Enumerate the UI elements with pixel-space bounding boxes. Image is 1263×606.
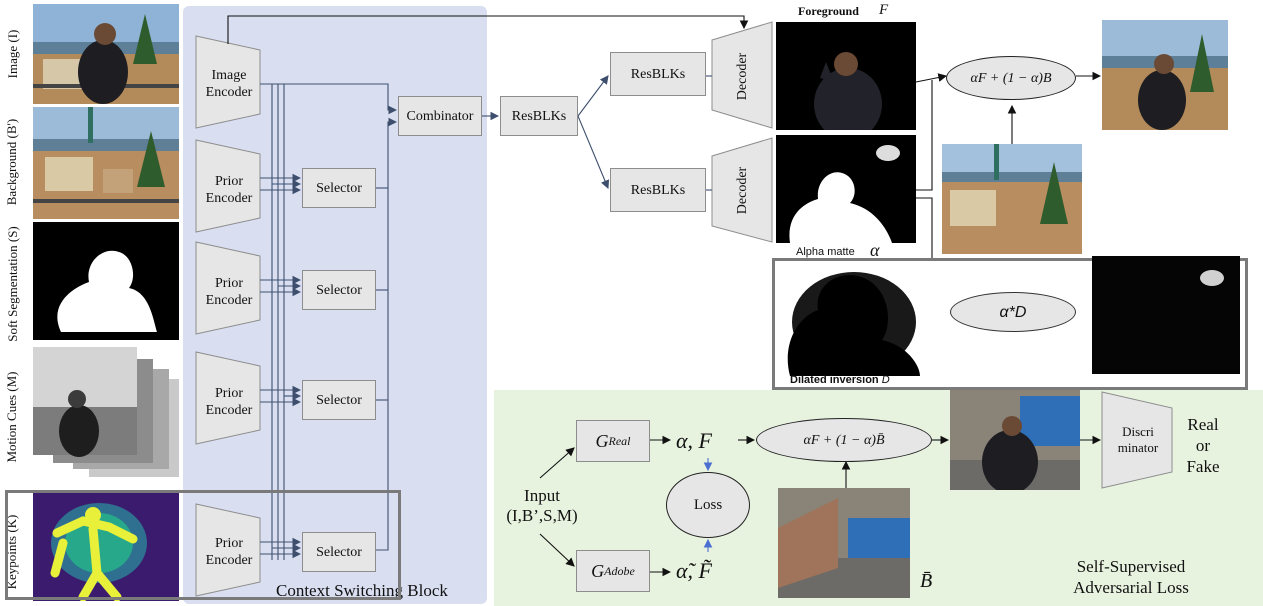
loss-ellipse: Loss	[666, 472, 750, 538]
adversarial-background-image	[778, 488, 910, 598]
real-or-fake-line2: or	[1195, 436, 1211, 455]
adversarial-composite-ellipse: αF + (1 − α)B̄	[756, 418, 932, 462]
selector-2: Selector	[302, 270, 376, 310]
foreground-title: Foreground	[798, 4, 859, 18]
input-motion-cues-thumbnail	[33, 347, 179, 477]
decoder-foreground: Decoder	[716, 50, 770, 102]
prior-encoder-shape-3	[195, 351, 261, 445]
input-soft-segmentation-thumbnail	[33, 222, 179, 340]
composite-result-image	[1102, 20, 1228, 130]
prior-encoder-2: Prior Encoder	[205, 276, 253, 308]
alpha-matte-symbol: α	[870, 240, 880, 260]
decoder-alpha-shape	[711, 137, 773, 243]
adversarial-title-line1: Self-Supervised	[1076, 557, 1186, 576]
adversarial-composite-image	[950, 390, 1080, 490]
image-encoder: Image Encoder	[205, 68, 253, 100]
composite-formula-text: αF + (1 − α)B	[970, 70, 1052, 86]
discriminator-line2: minator	[1117, 440, 1159, 455]
dilated-inversion-label: Dilated inversion D	[790, 374, 890, 386]
g-real-subscript: Real	[608, 433, 631, 448]
prior-encoder-4: Prior Encoder	[205, 536, 253, 568]
prior-encoder-1: Prior Encoder	[205, 174, 253, 206]
context-switching-block-label: Context Switching Block	[276, 581, 448, 600]
bbar-symbol: B̄	[920, 570, 933, 592]
decoder-foreground-label: Decoder	[735, 52, 751, 100]
alpha-times-d-text: α*D	[999, 303, 1027, 321]
resblks-foreground: ResBLKs	[610, 52, 706, 96]
dilated-inversion-symbol: D	[881, 374, 890, 386]
decoder-alpha: Decoder	[716, 164, 770, 216]
foreground-symbol: F	[879, 2, 889, 18]
g-adobe-outputs: α̃, F̃	[676, 558, 712, 583]
loss-label: Loss	[693, 496, 723, 513]
prior-encoder-shape-2	[195, 241, 261, 335]
background-plate-image	[942, 144, 1082, 254]
dilated-inversion-text: Dilated inversion	[790, 374, 879, 386]
adversarial-input-line1: Input	[524, 486, 560, 505]
decoder-alpha-label: Decoder	[735, 166, 751, 214]
alpha-matte-label: Alpha matte	[796, 246, 855, 258]
real-or-fake-label: Real or Fake	[1180, 414, 1226, 477]
resblks-alpha: ResBLKs	[610, 168, 706, 212]
selector-4: Selector	[302, 532, 376, 572]
keypoints-highlight-frame	[5, 490, 401, 600]
g-adobe-subscript: Adobe	[604, 563, 635, 578]
adversarial-title: Self-Supervised Adversarial Loss	[1056, 556, 1206, 598]
decoder-foreground-shape	[711, 21, 773, 129]
alpha-times-d-ellipse: α*D	[950, 292, 1076, 332]
discriminator-shape	[1101, 391, 1173, 489]
foreground-output-image	[776, 22, 916, 130]
composite-formula-ellipse: αF + (1 − α)B	[946, 56, 1076, 100]
prior-encoder-shape-4	[195, 503, 261, 597]
input-background-thumbnail	[33, 107, 179, 219]
prior-encoder-3: Prior Encoder	[205, 386, 253, 418]
dilated-result-image	[1092, 256, 1240, 374]
real-or-fake-line1: Real	[1187, 415, 1219, 434]
alpha-output-image	[776, 135, 916, 243]
g-real-symbol: G	[595, 430, 609, 451]
selector-1: Selector	[302, 168, 376, 208]
selector-3: Selector	[302, 380, 376, 420]
dilated-inversion-image	[778, 262, 924, 376]
prior-encoder-shape-1	[195, 139, 261, 233]
input-keypoints-thumbnail	[33, 493, 179, 601]
discriminator: Discri minator	[1106, 420, 1170, 460]
g-real-outputs: α, F	[676, 428, 712, 453]
adversarial-title-line2: Adversarial Loss	[1073, 578, 1189, 597]
image-encoder-shape	[195, 35, 261, 129]
adversarial-input-line2: (I,B’,S,M)	[506, 506, 578, 525]
adversarial-input-label: Input (I,B’,S,M)	[498, 486, 586, 526]
adversarial-composite-text: αF + (1 − α)B̄	[803, 432, 885, 448]
combinator: Combinator	[398, 96, 482, 136]
g-adobe-symbol: G	[591, 560, 605, 581]
resblks-main: ResBLKs	[500, 96, 578, 136]
input-image-thumbnail	[33, 4, 179, 104]
real-or-fake-line3: Fake	[1186, 457, 1220, 476]
discriminator-line1: Discri	[1122, 424, 1154, 439]
